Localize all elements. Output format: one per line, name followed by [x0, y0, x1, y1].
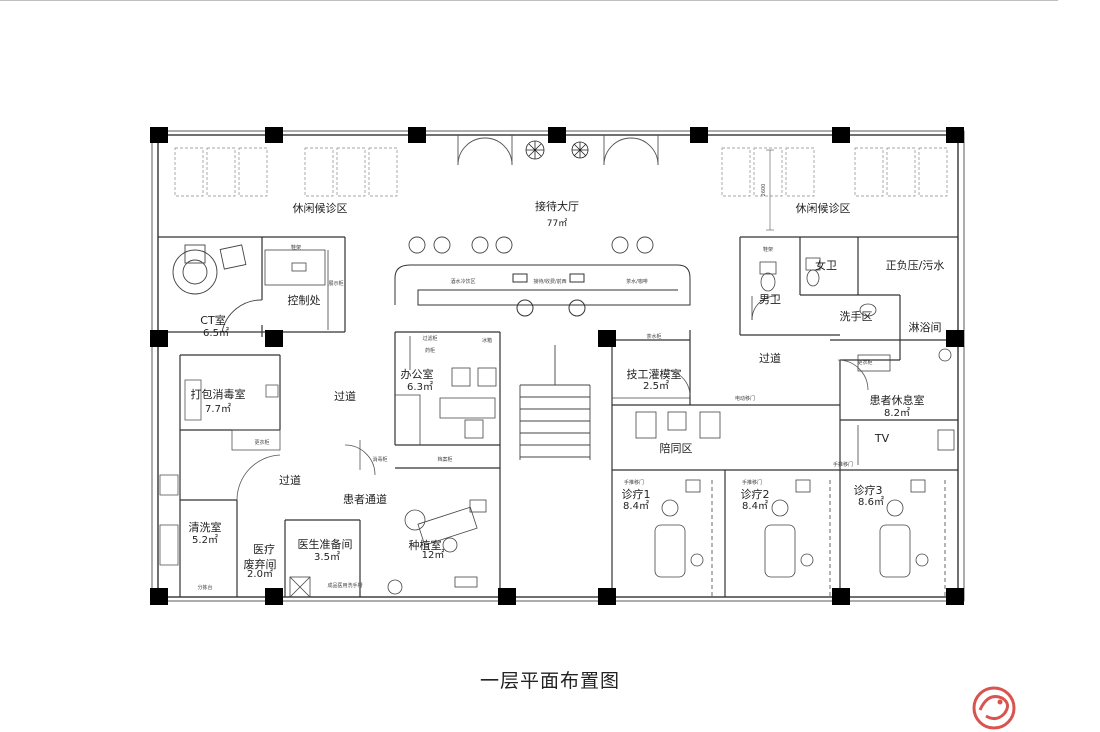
clinic3-chair [879, 479, 946, 597]
label-plant-cabinet: 消毒柜 [372, 456, 387, 463]
label-clinic3-area: 8.6㎡ [858, 496, 884, 508]
label-clinic3: 诊疗3 [854, 483, 883, 497]
label-tea-water: 茶水柜 [646, 333, 661, 340]
label-corridor-c: 过道 [759, 351, 781, 365]
label-shower: 淋浴间 [909, 321, 942, 334]
label-clinic1: 诊疗1 [622, 487, 651, 501]
dimension-mark [766, 149, 774, 231]
label-clinic2-area: 8.4㎡ [742, 500, 768, 512]
label-packaging-area: 7.7㎡ [205, 403, 231, 415]
label-ct-area: 6.5㎡ [203, 327, 229, 339]
label-sorting-table: 分拣台 [197, 584, 212, 591]
entrance-doors [457, 135, 659, 166]
left-lounge-sofas [174, 147, 398, 197]
label-shoe-a: 鞋架 [291, 244, 301, 251]
plan-title: 一层平面布置图 [479, 670, 620, 692]
label-lab-area: 2.5㎡ [643, 380, 669, 392]
dragon-logo-icon [972, 686, 1016, 730]
label-changing-2: 更衣柜 [857, 359, 872, 366]
label-doctor-prep-area: 3.5㎡ [314, 551, 340, 563]
bar-stools [408, 236, 654, 254]
label-doctor-prep: 医生准备间 [298, 537, 353, 551]
reception-counter [394, 264, 691, 317]
label-hand-door-3: 手推移门 [833, 461, 853, 468]
label-implant: 种植室 [409, 538, 442, 552]
label-office: 办公室 [401, 367, 434, 381]
label-shoe-b: 鞋架 [763, 246, 773, 253]
label-corridor-b: 过道 [279, 473, 301, 487]
label-cleaning: 清洗室 [189, 520, 222, 534]
label-clinic2: 诊疗2 [741, 487, 770, 501]
control-desk [264, 249, 329, 330]
label-lounge-left: 休闲候诊区 [293, 201, 348, 215]
label-reception-hall: 接待大厅 [535, 199, 579, 213]
staircase [519, 345, 591, 460]
label-positive-negative: 正负压/污水 [886, 258, 945, 272]
label-reception-area: 77㎡ [547, 218, 567, 229]
label-cleaning-area: 5.2㎡ [192, 534, 218, 546]
restroom-fixtures [751, 257, 952, 372]
room-labels: 休闲候诊区 接待大厅 77㎡ 休闲候诊区 控制处 CT室 6.5㎡ 办公室 6.… [189, 199, 945, 580]
ct-scanner [172, 244, 263, 333]
label-medical-waste-area: 2.0㎡ [247, 568, 273, 580]
label-men-wc: 男卫 [759, 293, 781, 306]
label-finished-wash: 成品医用洗手槽 [327, 582, 362, 589]
top-border-line [0, 0, 1058, 1]
label-rest-area: 8.2㎡ [884, 407, 910, 419]
office-furniture [395, 336, 497, 445]
clinic1-chair [654, 479, 713, 597]
label-escort: 陪同区 [660, 441, 693, 455]
label-patient-passage: 患者通道 [343, 492, 387, 506]
label-control: 控制处 [288, 293, 321, 307]
label-implant-area: 12㎡ [422, 549, 445, 561]
label-dimension: 2600 [761, 184, 767, 197]
label-lounge-right: 休闲候诊区 [796, 201, 851, 215]
escort-seats [612, 397, 721, 439]
label-handwash: 洗手区 [840, 309, 873, 323]
label-clinic1-area: 8.4㎡ [623, 500, 649, 512]
label-changing-1: 更衣柜 [254, 439, 269, 446]
label-office-area: 6.3㎡ [407, 381, 433, 393]
right-lounge-sofas [721, 147, 948, 197]
interior-door-swings [344, 359, 869, 476]
label-hand-door-1: 手推移门 [624, 479, 644, 486]
label-auto-door: 电动移门 [735, 395, 755, 402]
structural-columns [150, 127, 964, 605]
label-tea-area: 茶水/咖啡 [626, 278, 648, 285]
label-ct: CT室 [200, 313, 225, 327]
entrance-plants [525, 140, 589, 160]
implant-chair [289, 499, 487, 598]
label-reception-desk: 接待/收费/前西 [533, 278, 566, 285]
packaging-equipment [159, 379, 281, 566]
label-medical-waste-2: 废弃间 [244, 557, 277, 571]
clinic-chairs [654, 479, 946, 597]
label-packaging: 打包消毒室 [191, 387, 246, 401]
interior-walls [158, 236, 958, 597]
clinic2-chair [764, 479, 831, 597]
label-corridor-a: 过道 [334, 389, 356, 403]
label-display-cabinet: 展示柜 [328, 280, 343, 287]
label-drug-cabinet: 药柜 [425, 347, 435, 354]
label-hand-door-2: 手推移门 [742, 479, 762, 486]
label-tv: TV [874, 432, 890, 445]
rest-bed [857, 425, 955, 465]
label-women-wc: 女卫 [815, 258, 837, 272]
fixture-labels: 展示柜 酒水冷饮区 接待/收费/前西 茶水/咖啡 过滤柜 冰箱 药柜 茶水柜 更… [197, 184, 872, 591]
label-medical-waste-1: 医疗 [253, 542, 275, 556]
label-lab: 技工灌模室 [627, 367, 682, 381]
label-rest: 患者休息室 [870, 393, 925, 407]
label-water-bar: 酒水冷饮区 [450, 278, 475, 285]
label-freezer: 冰箱 [482, 337, 492, 344]
label-filter-cabinet: 过滤柜 [422, 335, 437, 342]
label-archive-cabinet: 档案柜 [437, 456, 452, 463]
